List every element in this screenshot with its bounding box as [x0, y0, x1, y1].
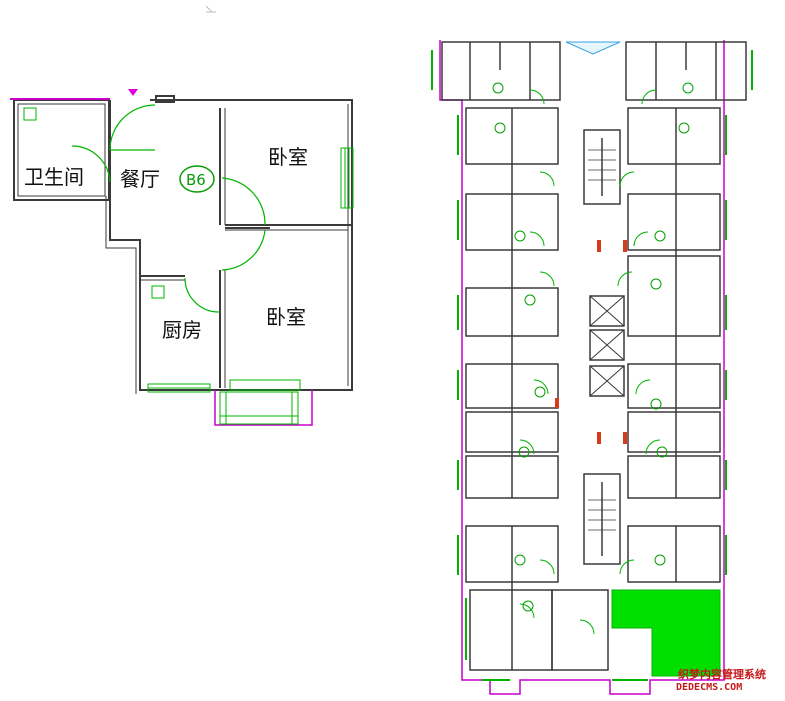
red-markers — [555, 240, 627, 444]
bedroom1-door-swing — [221, 177, 266, 226]
window-bedroom-east — [340, 147, 354, 209]
room-label-kitchen: 厨房 — [162, 318, 202, 342]
door-swings — [71, 104, 270, 313]
unit-top-left — [441, 41, 561, 101]
highlighted-unit — [611, 589, 721, 677]
room-label-bedroom-top: 卧室 — [268, 145, 308, 169]
kitchen-door-swing — [184, 277, 221, 313]
watermark-line2: DEDECMS.COM — [676, 682, 742, 693]
top-void — [565, 41, 621, 55]
unit-code-badge — [179, 165, 215, 193]
stair-treads — [588, 149, 616, 531]
kitchen-fixture — [151, 285, 165, 299]
bathroom-fixture — [23, 107, 37, 121]
stair-top — [583, 129, 621, 205]
room-label-bedroom-bottom: 卧室 — [266, 305, 306, 329]
unit-plan — [10, 95, 353, 426]
right-units — [551, 107, 721, 671]
outer-wall-inner — [105, 196, 137, 394]
cad-cursor-icon — [205, 5, 216, 13]
bay-window-frame — [214, 390, 313, 426]
entry-post — [155, 95, 175, 103]
entry-marker-icon — [128, 89, 138, 96]
bathroom-inner-wall — [17, 103, 106, 197]
windows — [147, 147, 354, 425]
floor-plate — [431, 40, 753, 695]
stair-bottom — [583, 473, 621, 565]
core — [583, 129, 625, 565]
entry-door-swing — [109, 104, 156, 151]
bathroom-door-swing — [71, 145, 111, 183]
plate-outline — [439, 40, 725, 695]
elevator-1 — [589, 295, 625, 327]
room-label-bathroom: 卫生间 — [24, 165, 84, 189]
unit-tags — [492, 82, 694, 612]
plate-door-swings — [519, 89, 661, 635]
bedroom2-door-swing — [221, 229, 266, 271]
window-bedroom-south — [229, 379, 301, 391]
watermark: 织梦内容管理系统 DEDECMS.COM — [676, 667, 766, 693]
elevator-2 — [589, 329, 625, 361]
bay-window — [219, 391, 299, 425]
plate-windows — [431, 50, 753, 681]
watermark-line1: 织梦内容管理系统 — [678, 667, 766, 681]
outer-wall — [109, 99, 353, 391]
elevator-3 — [589, 365, 625, 397]
unit-code-label: B6 — [186, 171, 206, 189]
room-label-dining: 餐厅 — [120, 167, 160, 191]
